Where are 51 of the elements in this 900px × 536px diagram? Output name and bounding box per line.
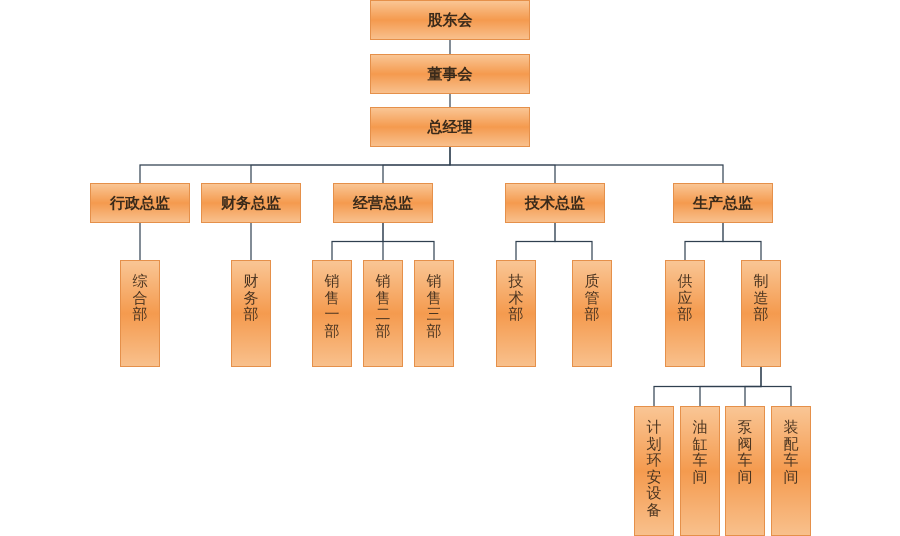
unit-name: 供应部 <box>678 273 692 322</box>
connector-line <box>382 223 435 260</box>
connector-line <box>760 367 792 406</box>
org-box <box>90 183 190 223</box>
unit-name: 销售三部 <box>426 273 442 339</box>
unit-name: 财务部 <box>244 273 258 322</box>
org-box <box>634 406 674 536</box>
unit-name: 财务总监 <box>221 194 281 212</box>
unit-name: 制造部 <box>754 273 768 322</box>
unit-name: 技术总监 <box>525 194 585 212</box>
org-box <box>201 183 301 223</box>
org-box <box>741 260 781 367</box>
org-box <box>725 406 765 536</box>
org-box <box>231 260 271 367</box>
org-box <box>680 406 720 536</box>
connector-line <box>250 223 252 260</box>
org-box <box>665 260 705 367</box>
unit-name: 股东会 <box>428 10 472 30</box>
unit-name: 计划环安设备 <box>646 419 662 518</box>
unit-name: 装配车间 <box>784 419 798 485</box>
org-box <box>363 260 403 367</box>
org-box <box>370 107 530 147</box>
org-box <box>370 0 530 40</box>
unit-name: 技术部 <box>508 273 524 322</box>
org-box <box>496 260 536 367</box>
unit-name: 董事会 <box>428 64 472 84</box>
connector-line <box>139 223 141 260</box>
unit-name: 油缸车间 <box>692 419 708 485</box>
org-box <box>572 260 612 367</box>
org-box <box>333 183 433 223</box>
unit-name: 质管部 <box>584 273 600 322</box>
unit-name: 经营总监 <box>353 194 413 212</box>
org-box <box>120 260 160 367</box>
unit-name: 总经理 <box>428 118 472 136</box>
connector-line <box>449 40 451 54</box>
unit-name: 综合部 <box>132 273 148 322</box>
unit-name: 生产总监 <box>693 194 753 212</box>
org-box <box>505 183 605 223</box>
org-box <box>312 260 352 367</box>
unit-name: 销售二部 <box>376 273 390 339</box>
connector-line <box>554 223 593 260</box>
unit-name: 行政总监 <box>110 194 170 212</box>
org-box <box>370 54 530 94</box>
org-box <box>414 260 454 367</box>
unit-name: 泵阀车间 <box>738 419 752 485</box>
connector-line <box>449 147 724 183</box>
connector-line <box>449 94 451 107</box>
connector-line <box>722 223 762 260</box>
unit-name: 销售一部 <box>324 273 340 339</box>
org-box <box>771 406 811 536</box>
org-box <box>673 183 773 223</box>
